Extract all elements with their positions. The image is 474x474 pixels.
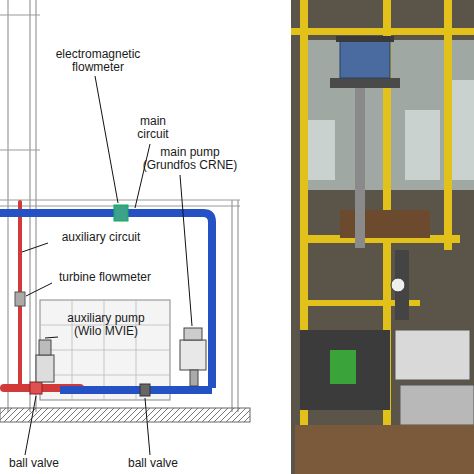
callout-label: main circuit xyxy=(128,115,178,141)
callout-label: auxiliary pump (Wilo MVIE) xyxy=(60,312,152,338)
callout-label: ball valve xyxy=(3,457,65,470)
callout-label: electromagnetic flowmeter xyxy=(48,48,148,74)
callout-label: main pump (Grundfos CRNE) xyxy=(138,146,242,172)
callout-label: auxiliary circuit xyxy=(46,231,156,244)
callout-label: turbine flowmeter xyxy=(50,271,160,284)
callout-label: ball valve xyxy=(122,457,184,470)
